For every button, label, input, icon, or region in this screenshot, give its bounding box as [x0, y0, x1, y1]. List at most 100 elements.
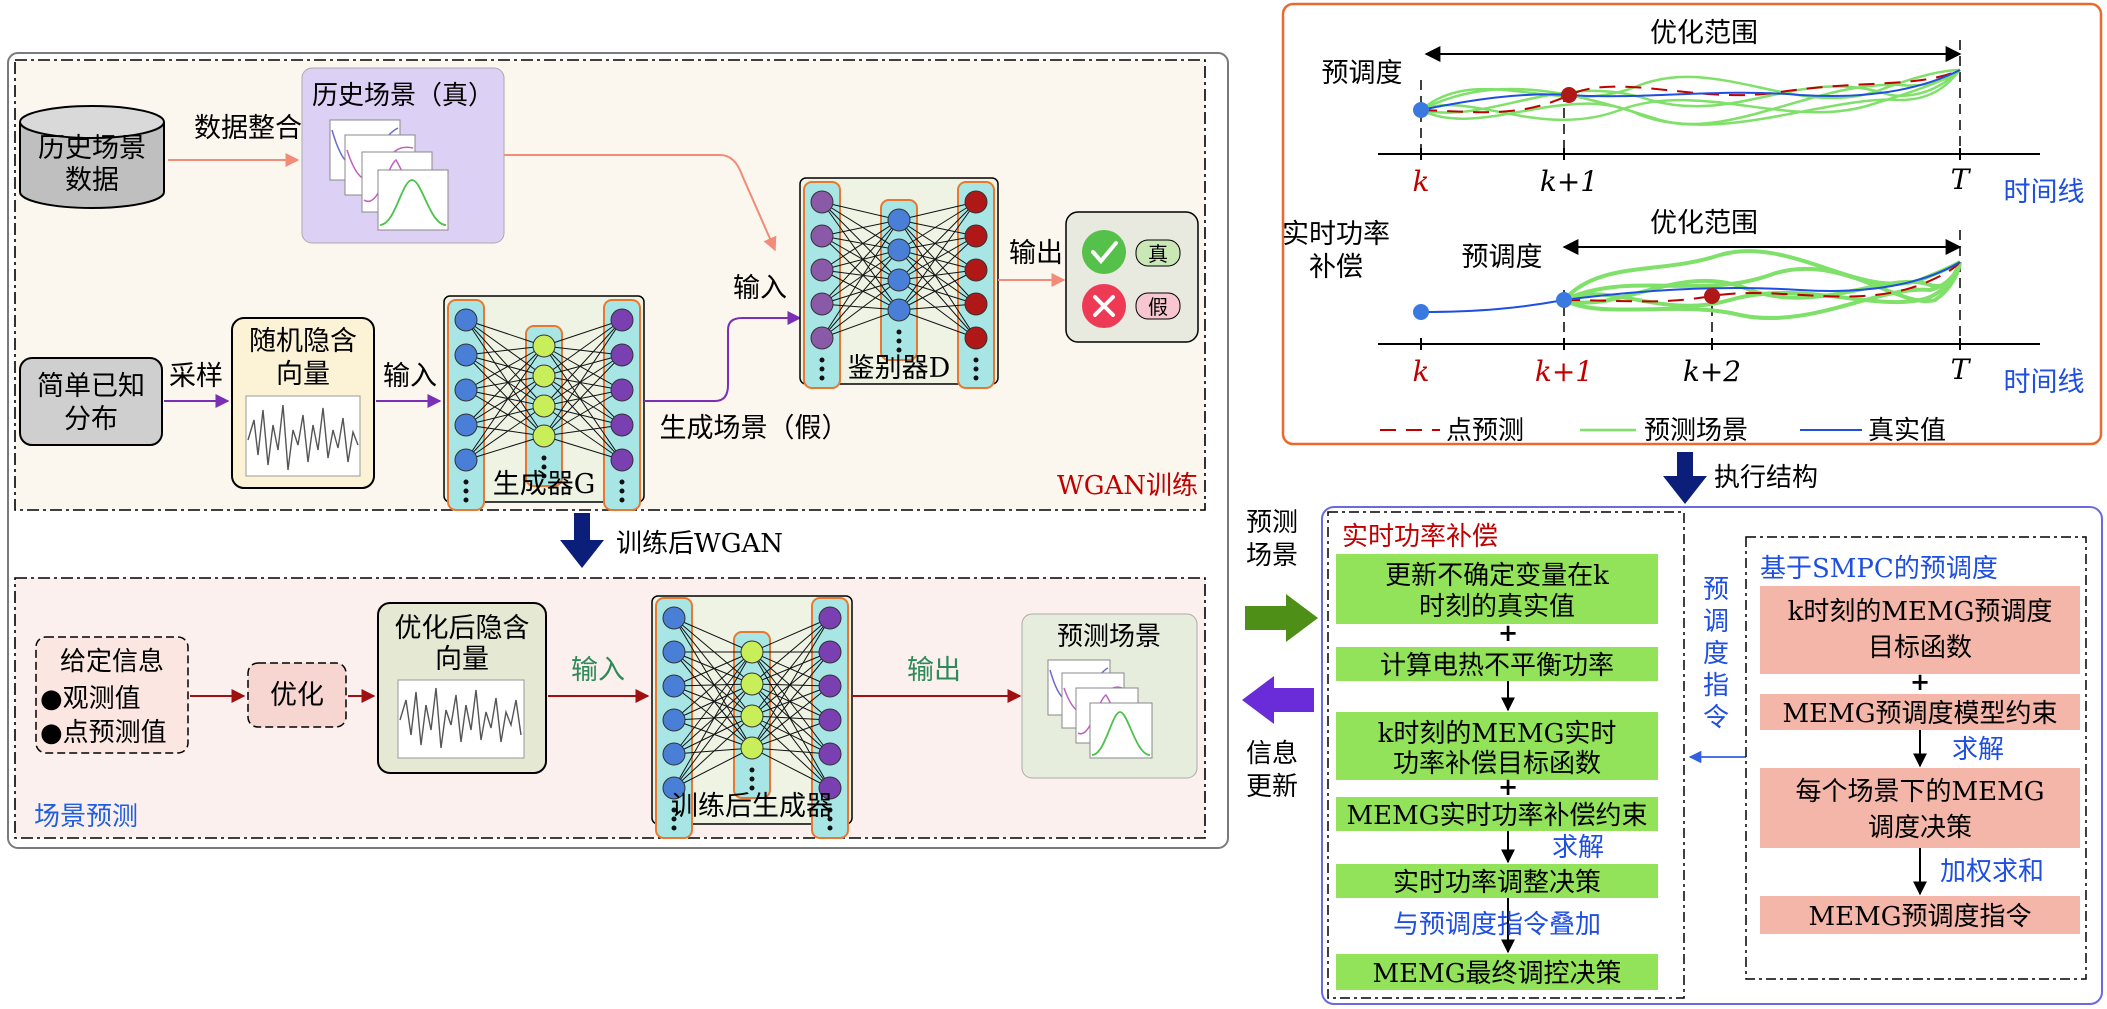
- nn-connection: [465, 319, 545, 377]
- nn-connection: [751, 683, 831, 755]
- trained-generator-network: 训练后生成器: [651, 595, 853, 839]
- side-pred-scene-line1: 预测: [1246, 508, 1298, 538]
- opt-latent-line2: 向量: [435, 644, 489, 675]
- tick-k-2: k: [1413, 355, 1430, 388]
- nn-connection: [543, 319, 623, 377]
- side-info-update-line2: 更新: [1246, 772, 1298, 802]
- forecast-point-k2: [1704, 288, 1720, 304]
- rt-box3-line2: 功率补偿目标函数: [1393, 749, 1601, 779]
- optimize-box: 优化: [247, 662, 347, 728]
- discriminator-neural-net: [803, 181, 995, 389]
- nn-connection: [751, 651, 831, 789]
- nn-ellipsis-dot: [827, 807, 833, 813]
- nn-connection: [898, 235, 977, 281]
- historical-scenario-panel: 历史场景（真）: [301, 67, 505, 244]
- nn-node: [818, 606, 842, 630]
- nn-connection: [543, 375, 623, 391]
- trained-wgan-label: 训练后WGAN: [616, 529, 783, 559]
- smpc-weighted-label: 加权求和: [1940, 857, 2044, 887]
- nn-connection: [465, 345, 545, 356]
- hist-scene-label: 历史场景（真）: [312, 81, 494, 111]
- rt-solve-label: 求解: [1552, 833, 1604, 863]
- nn-node: [810, 258, 834, 282]
- nn-connection: [821, 249, 900, 271]
- nn-connection: [673, 683, 753, 687]
- discriminator-label: 鉴别器D: [848, 353, 951, 384]
- nn-ellipsis-dot: [896, 347, 902, 353]
- plus-icon-3: +: [1910, 667, 1930, 696]
- nn-connection: [751, 651, 831, 749]
- nn-node: [818, 674, 842, 698]
- nn-connection: [821, 249, 900, 305]
- nn-ellipsis-dot: [541, 455, 547, 461]
- nn-connection: [465, 345, 545, 391]
- nn-connection: [543, 354, 623, 437]
- optimize-label: 优化: [270, 680, 324, 711]
- nn-node: [740, 640, 764, 664]
- nn-connection: [898, 219, 977, 339]
- nn-connection: [673, 683, 753, 789]
- nn-connection: [751, 719, 831, 749]
- random-noise-signal: [247, 404, 359, 471]
- nn-connection: [465, 424, 545, 437]
- smpc-box3-line2: 调度决策: [1868, 813, 1972, 843]
- nn-node: [662, 640, 686, 664]
- nn-connection: [465, 375, 545, 461]
- nn-ellipsis-dot: [463, 497, 469, 503]
- pred-scene-green-arrow: [1245, 594, 1318, 642]
- nn-connection: [673, 651, 753, 687]
- rt-compensation-section: 实时功率补偿 更新不确定变量在k 时刻的真实值 + 计算电热不平衡功率 k时刻的…: [1327, 511, 1685, 999]
- nn-connection: [673, 617, 753, 653]
- tick-k2-2: k+2: [1683, 355, 1741, 388]
- timeline-graphics: [1378, 40, 2040, 350]
- nn-ellipsis-dot: [827, 816, 833, 822]
- nn-connection: [465, 375, 545, 391]
- nn-connection: [898, 219, 977, 271]
- nn-connection: [673, 651, 753, 721]
- nn-connection: [898, 201, 977, 251]
- nn-ellipsis-dot: [749, 776, 755, 782]
- sampling-label: 采样: [169, 361, 223, 392]
- output-label: 输出: [1009, 238, 1063, 269]
- nn-node: [662, 776, 686, 800]
- nn-node: [610, 448, 634, 472]
- scenario-curve-thick: [1563, 261, 1962, 304]
- nn-connection: [751, 683, 831, 789]
- nn-node: [532, 424, 556, 448]
- nn-connection: [751, 651, 831, 721]
- pred-scene-label: 预测场景: [1057, 622, 1161, 652]
- nn-ellipsis-dot: [619, 479, 625, 485]
- nn-node: [964, 224, 988, 248]
- opt-range-label-2: 优化范围: [1650, 208, 1758, 239]
- nn-connection: [751, 651, 831, 685]
- nn-connection: [821, 201, 900, 251]
- nn-connection: [673, 651, 753, 789]
- point-forecast-curve-2: [1563, 261, 1961, 303]
- pre-dispatch-label-2: 预调度: [1462, 242, 1543, 273]
- nn-node: [740, 704, 764, 728]
- nn-connection: [751, 683, 831, 721]
- nn-connection: [821, 279, 900, 305]
- real-fake-result-box: 真 假: [1065, 211, 1199, 343]
- nn-connection: [465, 405, 545, 426]
- nn-connection: [751, 651, 831, 755]
- timeline-panel: [1281, 2, 2103, 446]
- nn-connection: [751, 685, 831, 717]
- generator-neural-net: [447, 299, 641, 511]
- nn-node: [454, 378, 478, 402]
- nn-ellipsis-dot: [973, 375, 979, 381]
- nn-connection: [673, 715, 753, 789]
- svg-text:预: 预: [1703, 575, 1729, 605]
- nn-node: [810, 326, 834, 350]
- nn-connection: [821, 309, 900, 339]
- info-update-purple-arrow: [1242, 676, 1314, 724]
- svg-text:度: 度: [1703, 639, 1729, 669]
- time-axis-label-1: 时间线: [2004, 177, 2085, 208]
- nn-connection: [751, 651, 831, 717]
- nn-connection: [751, 715, 831, 755]
- data-integration-label: 数据整合: [194, 113, 302, 144]
- nn-connection: [751, 747, 831, 789]
- nn-node: [454, 343, 478, 367]
- rt-title: 实时功率补偿: [1342, 522, 1498, 552]
- nn-connection: [821, 235, 900, 251]
